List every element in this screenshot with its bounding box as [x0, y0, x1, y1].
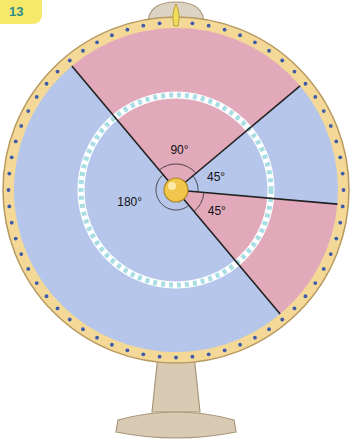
rim-dot: [7, 205, 11, 209]
rim-dot: [10, 155, 14, 159]
rim-dot: [26, 109, 30, 113]
rim-dot: [304, 82, 308, 86]
angle-label: 90°: [170, 144, 188, 156]
pointer: [173, 4, 179, 26]
rim-dot: [68, 59, 72, 63]
rim-dots: [7, 21, 346, 360]
angle-label: 45°: [208, 205, 226, 217]
angle-arc: [159, 164, 196, 173]
rim-dot: [207, 352, 211, 356]
figure-number: 13: [9, 5, 23, 18]
rim-dot: [10, 221, 14, 225]
rim-dot: [313, 281, 317, 285]
rim-dot: [191, 21, 195, 25]
rim-dot: [56, 70, 60, 74]
rim-dot: [95, 336, 99, 340]
angle-arc: [156, 175, 189, 210]
wheel-sectors: [14, 28, 338, 352]
rim-dot: [334, 237, 338, 241]
rim-dot: [158, 21, 162, 25]
rim-dot: [35, 95, 39, 99]
rim-dot: [81, 49, 85, 53]
rim-dot: [223, 28, 227, 32]
rim-dot: [174, 356, 178, 360]
wheel-sector: [14, 66, 280, 352]
angle-arcs: [156, 164, 204, 211]
rim-dot: [293, 307, 297, 311]
rim-dot: [19, 252, 23, 256]
rim-dot: [313, 95, 317, 99]
rim-dot: [334, 139, 338, 143]
rim-dot: [110, 343, 114, 347]
rim-dot: [341, 172, 345, 176]
sector-line: [176, 190, 280, 314]
rim-dot: [267, 49, 271, 53]
rim-dot: [125, 348, 129, 352]
rim-dot: [110, 33, 114, 37]
rim-dot: [141, 24, 145, 28]
rim-dot: [68, 318, 72, 322]
inner-ring: [81, 95, 271, 285]
sector-line: [176, 190, 337, 204]
hub: [164, 178, 188, 202]
rim-dot: [338, 155, 342, 159]
rim-dot: [238, 343, 242, 347]
rim-dot: [293, 70, 297, 74]
angle-arc: [194, 192, 204, 211]
angle-label: 45°: [207, 171, 225, 183]
rim-dot: [95, 40, 99, 44]
rim-dot: [207, 24, 211, 28]
rim-dot: [341, 205, 345, 209]
rim-dot: [45, 294, 49, 298]
rim-dot: [158, 355, 162, 359]
rim-dot: [304, 294, 308, 298]
hub-shine: [168, 182, 176, 190]
sector-line: [72, 66, 176, 190]
rim-dot: [253, 336, 257, 340]
rim-dot: [14, 237, 18, 241]
rim-dot: [322, 109, 326, 113]
rim-dot: [329, 252, 333, 256]
rim-dot: [14, 139, 18, 143]
number-tab: [0, 0, 42, 24]
rim-dot: [125, 28, 129, 32]
rim-dot: [338, 221, 342, 225]
sector-line: [176, 86, 300, 190]
rim-dot: [26, 267, 30, 271]
rim-dot: [35, 281, 39, 285]
wheel-rim: [3, 17, 349, 363]
angle-label: 180°: [117, 196, 142, 208]
angle-arc: [193, 176, 198, 192]
rim-dot: [322, 267, 326, 271]
rim-dot: [253, 40, 257, 44]
stand-foot: [116, 412, 236, 438]
rim-dot: [342, 188, 346, 192]
rim-dot: [141, 352, 145, 356]
rim-dot: [7, 172, 11, 176]
rim-dot: [191, 355, 195, 359]
rim-dot: [81, 327, 85, 331]
sector-lines: [72, 66, 338, 314]
rim-dot: [329, 124, 333, 128]
rim-dot: [280, 318, 284, 322]
rim-dot: [267, 327, 271, 331]
rim-dot: [7, 188, 11, 192]
rim-dot: [56, 307, 60, 311]
rim-dot: [280, 59, 284, 63]
rim-dot: [223, 348, 227, 352]
inner-ring-dashes: [81, 95, 271, 285]
rim-dot: [19, 124, 23, 128]
rim-dot: [45, 82, 49, 86]
rim-dot: [238, 33, 242, 37]
